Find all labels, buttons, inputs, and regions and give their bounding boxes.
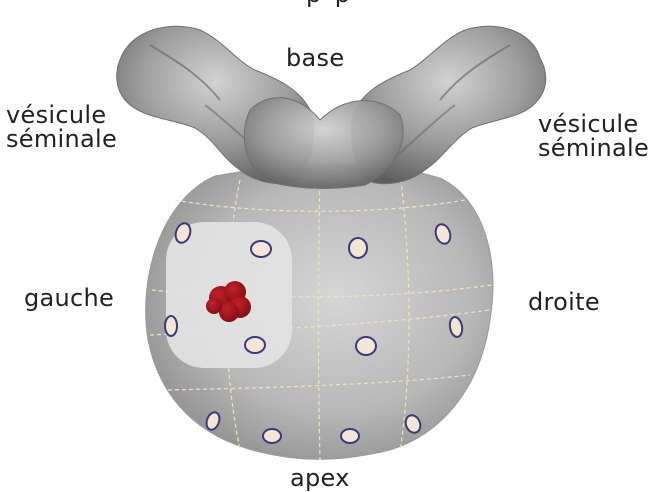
label-line: séminale <box>538 136 649 160</box>
label-line: vésicule <box>538 112 649 136</box>
biopsy-site <box>341 429 359 443</box>
label-apex: apex <box>290 466 350 490</box>
label-left: gauche <box>24 286 114 310</box>
biopsy-site <box>349 238 367 258</box>
label-line: vésicule <box>6 103 117 127</box>
label-line: séminale <box>6 127 117 151</box>
label-seminal-vesicle-right: vésicule séminale <box>538 112 649 160</box>
biopsy-site <box>356 337 376 355</box>
biopsy-site <box>263 429 281 443</box>
biopsy-site <box>251 241 271 257</box>
prostate-base <box>244 98 403 189</box>
label-right: droite <box>528 290 600 314</box>
biopsy-site <box>165 316 177 336</box>
biopsy-site <box>245 337 265 353</box>
label-base: base <box>286 46 344 70</box>
label-seminal-vesicle-left: vésicule séminale <box>6 103 117 151</box>
